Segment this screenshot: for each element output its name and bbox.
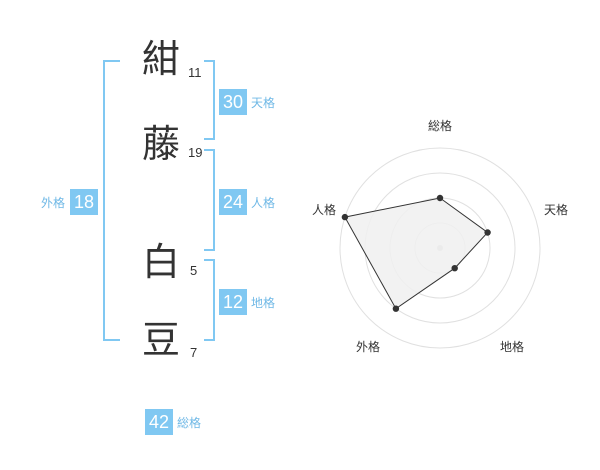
radar-point-3 bbox=[451, 265, 458, 272]
stroke-count-1: 11 bbox=[188, 65, 202, 80]
radar-axis-label-4: 外格 bbox=[356, 340, 381, 354]
jinkaku-bracket bbox=[204, 149, 215, 251]
tenkaku-bracket bbox=[204, 60, 215, 140]
gaikaku-badge: 外格 18 bbox=[41, 189, 99, 215]
soukaku-value: 42 bbox=[145, 409, 174, 435]
radar-data-polygon bbox=[344, 197, 489, 310]
stroke-count-4: 7 bbox=[190, 345, 198, 360]
chikaku-badge: 12 地格 bbox=[219, 289, 275, 315]
chikaku-value: 12 bbox=[219, 289, 248, 315]
tenkaku-value: 30 bbox=[219, 89, 248, 115]
radar-point-1 bbox=[436, 194, 444, 202]
radar-axis-label-1: 総格 bbox=[428, 119, 453, 133]
gaikaku-label: 外格 bbox=[41, 195, 66, 210]
name-char-1: 紺 bbox=[141, 37, 180, 81]
radar-point-2 bbox=[484, 229, 491, 236]
jinkaku-badge: 24 人格 bbox=[219, 189, 275, 215]
chikaku-label: 地格 bbox=[251, 295, 276, 310]
jinkaku-label: 人格 bbox=[251, 195, 276, 210]
radar-point-5 bbox=[341, 213, 349, 221]
tenkaku-label: 天格 bbox=[251, 95, 276, 110]
soukaku-label: 総格 bbox=[177, 415, 202, 430]
stroke-count-3: 5 bbox=[190, 263, 198, 278]
name-char-3: 白 bbox=[141, 240, 180, 284]
radar-axis-label-3: 地格 bbox=[500, 340, 525, 354]
name-char-4: 豆 bbox=[141, 318, 180, 362]
radar-point-4 bbox=[392, 305, 400, 312]
name-char-2: 藤 bbox=[141, 122, 180, 166]
radar-axis-label-5: 人格 bbox=[312, 203, 337, 217]
chikaku-bracket bbox=[204, 259, 215, 341]
tenkaku-badge: 30 天格 bbox=[219, 89, 275, 115]
gaikaku-bracket bbox=[103, 60, 120, 341]
stroke-count-2: 19 bbox=[188, 145, 203, 160]
jinkaku-value: 24 bbox=[219, 189, 248, 215]
gaikaku-value: 18 bbox=[70, 189, 99, 215]
radar-axis-label-2: 天格 bbox=[544, 203, 569, 217]
soukaku-badge: 42 総格 bbox=[145, 409, 201, 435]
